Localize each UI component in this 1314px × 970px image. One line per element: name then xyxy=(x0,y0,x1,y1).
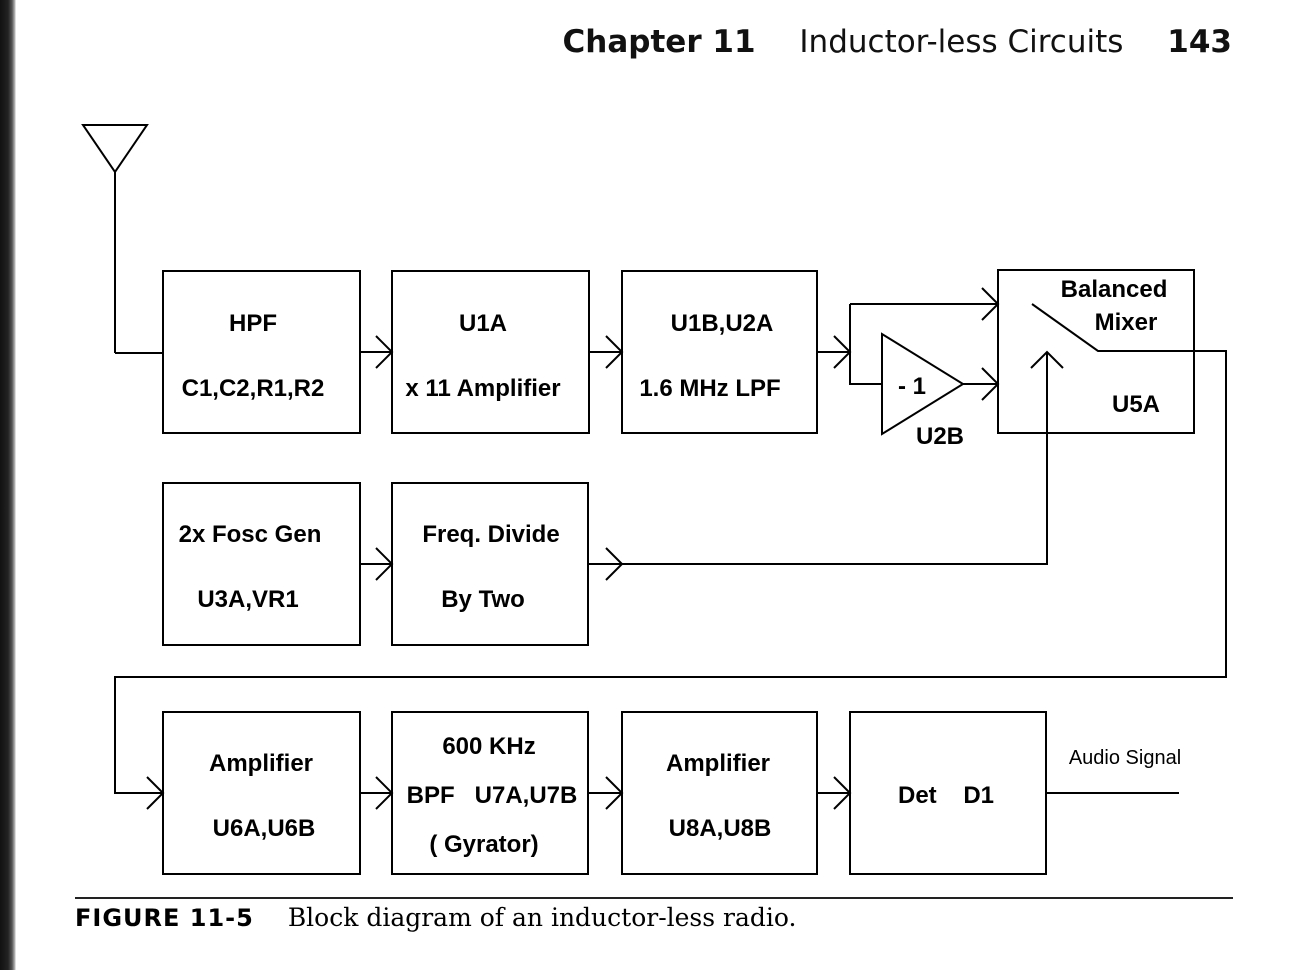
oscillator-block: 2x Fosc Gen U3A,VR1 xyxy=(162,482,361,646)
bpf-block-parts: BPF U7A,U7B xyxy=(407,782,578,809)
osc-block-title: 2x Fosc Gen xyxy=(179,521,322,548)
mixer-switch-symbol xyxy=(1031,303,1226,352)
u1a-block-title: U1A xyxy=(459,310,507,337)
osc-block-parts: U3A,VR1 xyxy=(197,586,298,613)
bpf-gyrator-block: 600 KHz BPF U7A,U7B ( Gyrator) xyxy=(391,711,589,875)
amp2-block-parts: U8A,U8B xyxy=(669,815,772,842)
page-binding-edge xyxy=(0,0,16,970)
signal-wires xyxy=(114,303,1227,794)
figure-caption: FIGURE 11-5 Block diagram of an inductor… xyxy=(75,903,796,932)
bpf-block-freq: 600 KHz xyxy=(442,733,535,760)
lpf-block: U1B,U2A 1.6 MHz LPF xyxy=(621,270,818,434)
u1a-block-desc: x 11 Amplifier xyxy=(405,375,560,402)
antenna-icon xyxy=(81,124,163,354)
hpf-block-parts: C1,C2,R1,R2 xyxy=(182,375,325,402)
detector-block-label: Det D1 xyxy=(898,782,994,809)
amp1-block-parts: U6A,U6B xyxy=(213,815,316,842)
inverter-u2b: - 1 U2B xyxy=(881,332,965,450)
bpf-block-note: ( Gyrator) xyxy=(429,831,538,858)
amp2-block-title: Amplifier xyxy=(666,750,770,777)
lpf-block-desc: 1.6 MHz LPF xyxy=(639,375,780,402)
hpf-block-title: HPF xyxy=(229,310,277,337)
mixer-block-title-1: Balanced xyxy=(1061,276,1168,303)
divider-block-desc: By Two xyxy=(441,586,525,613)
audio-signal-label: Audio Signal xyxy=(1069,747,1181,769)
hpf-block: HPF C1,C2,R1,R2 xyxy=(162,270,361,434)
chapter-title: Inductor-less Circuits xyxy=(799,24,1124,60)
lpf-block-title: U1B,U2A xyxy=(671,310,774,337)
divider-block-title: Freq. Divide xyxy=(422,521,559,548)
mixer-block-part: U5A xyxy=(1112,391,1160,418)
inverter-part: U2B xyxy=(916,423,964,450)
running-header: Chapter 11 Inductor-less Circuits 143 xyxy=(563,24,1232,60)
amplifier-u6-block: Amplifier U6A,U6B xyxy=(162,711,361,875)
amp1-block-title: Amplifier xyxy=(209,750,313,777)
divider-block: Freq. Divide By Two xyxy=(391,482,589,646)
figure-number: FIGURE 11-5 xyxy=(75,904,254,932)
inverter-gain: - 1 xyxy=(898,373,926,400)
amplifier-u8-block: Amplifier U8A,U8B xyxy=(621,711,818,875)
page-number: 143 xyxy=(1167,24,1232,60)
arrowheads xyxy=(146,287,1064,810)
chapter-number: Chapter 11 xyxy=(562,24,756,60)
mixer-block-title-2: Mixer xyxy=(1095,309,1158,336)
caption-rule xyxy=(75,897,1233,899)
u1a-amplifier-block: U1A x 11 Amplifier xyxy=(391,270,590,434)
figure-caption-text: Block diagram of an inductor-less radio. xyxy=(287,903,797,932)
balanced-mixer-block: Balanced Mixer U5A xyxy=(997,269,1226,434)
detector-block: Det D1 xyxy=(849,711,1047,875)
